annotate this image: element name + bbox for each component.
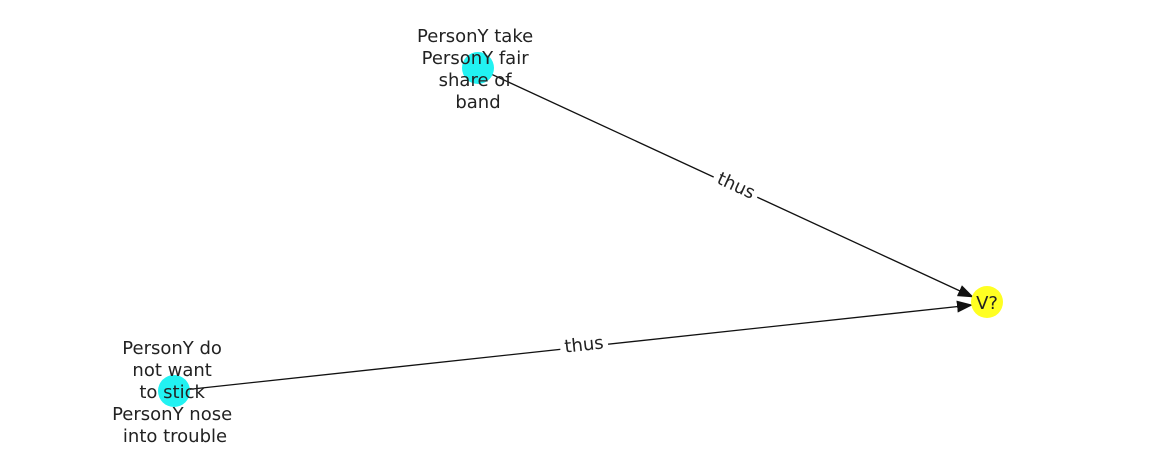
- node-label-n2: PersonY do not want to stick PersonY nos…: [112, 338, 238, 447]
- node-label-n1-line: PersonY fair: [422, 48, 530, 69]
- edge-label-text-e2: thus: [563, 332, 604, 357]
- node-label-n2-line: PersonY nose: [112, 404, 232, 425]
- node-circle-n1: [462, 52, 494, 84]
- node-label-n1-line: share of: [439, 70, 513, 91]
- node-label-n2-line: PersonY do: [122, 338, 222, 359]
- node-circle-n3: [971, 286, 1003, 318]
- node-label-n1-line: PersonY take: [417, 26, 533, 47]
- node-label-n3-line: V?: [976, 293, 998, 314]
- node-label-n1: PersonY take PersonY fair share of band: [417, 26, 539, 113]
- node-label-n1-line: band: [455, 92, 500, 113]
- node-label-n2-line: into trouble: [123, 426, 227, 447]
- node-label-n2-line: to stick: [139, 382, 205, 403]
- edge-label-e2: thus: [558, 330, 610, 360]
- node-label-n3: V?: [976, 293, 998, 314]
- node-label-n2-line: not want: [132, 360, 211, 381]
- edge-label-e1: thus: [709, 165, 763, 207]
- node-circle-n2: [158, 375, 190, 407]
